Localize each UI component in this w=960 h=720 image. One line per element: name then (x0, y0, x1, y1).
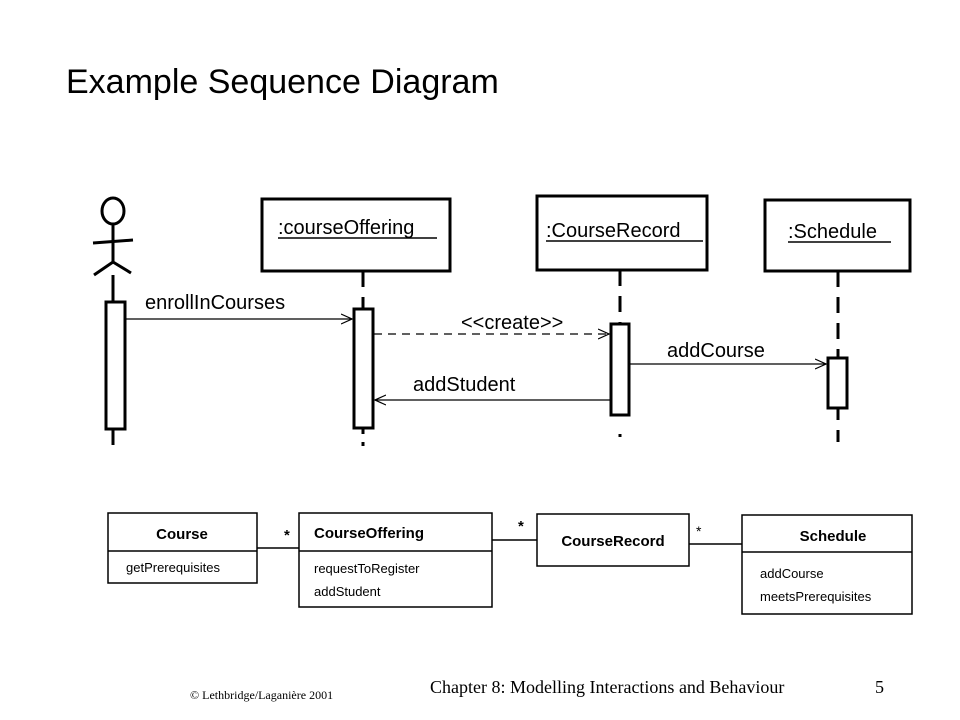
activation-bar-course-record (609, 322, 631, 417)
activation-bar-course-offering (352, 307, 375, 430)
object-box-schedule (763, 198, 912, 273)
actor-stick-figure-icon (92, 196, 134, 277)
actor-activation-bar (104, 300, 127, 431)
message-label-enroll: enrollInCourses (145, 292, 285, 314)
multiplicity-label: * (518, 518, 524, 535)
object-box-course-offering (260, 197, 452, 273)
slide-title: Example Sequence Diagram (66, 63, 499, 101)
message-label-add-student: addStudent (413, 374, 516, 396)
class-operation: addStudent (314, 584, 381, 599)
class-name-schedule: Schedule (800, 528, 867, 545)
message-label-create: <<create>> (461, 312, 563, 334)
multiplicity-label: * (696, 523, 702, 539)
class-name-course-record: CourseRecord (561, 533, 664, 550)
object-label-course-offering: :courseOffering (278, 217, 414, 239)
class-box-schedule: Schedule addCourse meetsPrerequisites (741, 514, 913, 615)
class-box-course: Course getPrerequisites (107, 512, 258, 584)
class-operation: getPrerequisites (126, 560, 220, 575)
class-box-course-record: CourseRecord (536, 513, 690, 567)
activation-bar-schedule (826, 356, 849, 410)
class-operation: requestToRegister (314, 561, 420, 576)
message-label-add-course: addCourse (667, 340, 765, 362)
class-name-course-offering: CourseOffering (314, 525, 424, 542)
page-number: 5 (875, 677, 884, 697)
object-box-course-record (535, 194, 709, 272)
copyright-text: © Lethbridge/Laganière 2001 (190, 688, 334, 702)
class-operation: addCourse (760, 566, 824, 581)
multiplicity-label: * (284, 527, 290, 544)
class-name-course: Course (156, 526, 208, 543)
class-box-course-offering: CourseOffering requestToRegister addStud… (298, 512, 493, 608)
class-operation: meetsPrerequisites (760, 589, 872, 604)
chapter-title: Chapter 8: Modelling Interactions and Be… (430, 677, 785, 697)
object-label-course-record: :CourseRecord (546, 220, 681, 242)
object-label-schedule: :Schedule (788, 221, 877, 243)
